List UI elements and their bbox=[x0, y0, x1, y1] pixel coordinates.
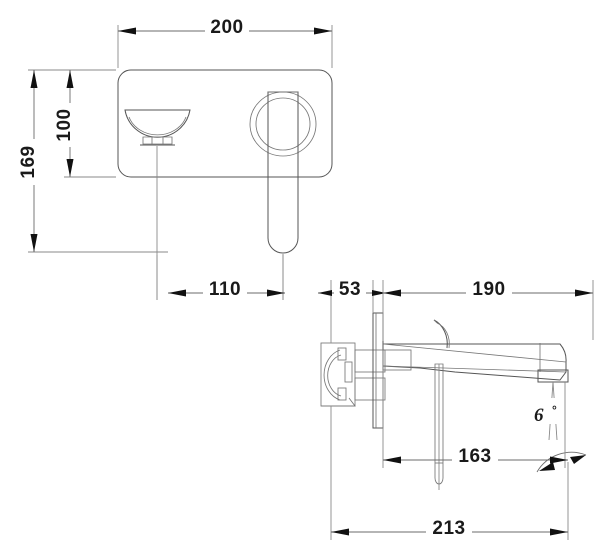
arrowhead-6deg-left bbox=[539, 462, 555, 471]
angle-label-6: 6 bbox=[534, 405, 544, 426]
spout-body-front bbox=[267, 91, 299, 254]
arrowhead-200-right bbox=[314, 27, 332, 35]
arrowhead-100-top bbox=[66, 70, 74, 88]
spout-base-ring-outer bbox=[249, 91, 317, 157]
dim-label-163: 163 bbox=[458, 446, 491, 467]
lever-handle-bowl bbox=[124, 109, 191, 138]
escutcheon-flange bbox=[372, 312, 384, 429]
arrowhead-190-left bbox=[383, 289, 401, 297]
angle-arc-6deg bbox=[536, 451, 587, 473]
spout-top-profile bbox=[382, 343, 567, 363]
label-bg-100 bbox=[58, 103, 82, 147]
arrowhead-213-left bbox=[331, 528, 349, 536]
valve-body-lower bbox=[354, 377, 386, 401]
arrowhead-6deg-right bbox=[570, 455, 586, 464]
bracket-tab-bottom bbox=[337, 387, 347, 401]
dim-label-213: 213 bbox=[432, 518, 465, 539]
label-bg-190 bbox=[466, 278, 512, 300]
handle-stem bbox=[434, 363, 444, 485]
arrowhead-190-right bbox=[575, 289, 593, 297]
lever-handle-side-inner bbox=[436, 322, 450, 349]
lever-handle-inner-curve bbox=[128, 116, 187, 136]
label-bg-110 bbox=[203, 278, 247, 300]
spout-base-ring-inner bbox=[255, 97, 311, 151]
bracket-tab-top bbox=[337, 347, 347, 361]
arrowhead-169-top bbox=[30, 70, 38, 88]
side-view bbox=[320, 312, 569, 490]
dim-label-53: 53 bbox=[339, 279, 361, 300]
arrowhead-163-right bbox=[550, 456, 568, 464]
arrowhead-110-right bbox=[267, 289, 285, 297]
lever-handle-base-block bbox=[142, 136, 173, 145]
bracket-foot bbox=[321, 397, 356, 407]
lever-handle-base-detail bbox=[151, 137, 164, 144]
spout-bottom-profile bbox=[382, 365, 567, 373]
arrowhead-53-right bbox=[372, 290, 386, 296]
front-view-dimensions: 200 169 100 110 bbox=[18, 16, 333, 300]
dim-label-200: 200 bbox=[210, 17, 243, 38]
dim-label-100: 100 bbox=[54, 108, 75, 141]
bracket-slot bbox=[344, 361, 353, 383]
label-bg-53 bbox=[334, 278, 366, 300]
arrowhead-163-left bbox=[383, 456, 401, 464]
front-view bbox=[117, 69, 333, 300]
spout-body-side bbox=[382, 343, 567, 381]
arrowhead-100-bottom bbox=[66, 159, 74, 177]
lever-handle-side-outer bbox=[433, 319, 448, 349]
dim-label-169: 169 bbox=[18, 145, 39, 178]
label-bg-200 bbox=[205, 16, 249, 38]
wall-bracket-arc-outer bbox=[323, 349, 341, 401]
arrowhead-213-right bbox=[550, 528, 568, 536]
label-bg-163 bbox=[452, 445, 498, 467]
arrowhead-169-bottom bbox=[30, 234, 38, 252]
angle-degree-symbol: ° bbox=[552, 403, 557, 417]
arrowhead-53-left bbox=[318, 290, 332, 296]
label-bg-169 bbox=[22, 139, 46, 185]
wall-bracket-arc-inner bbox=[327, 354, 342, 397]
arrowhead-110-left bbox=[168, 289, 186, 297]
label-bg-213 bbox=[426, 517, 472, 539]
arrowhead-200-left bbox=[118, 27, 136, 35]
dim-label-190: 190 bbox=[472, 279, 505, 300]
side-view-dimensions: 53 190 6 ° 163 bbox=[318, 278, 594, 540]
valve-body-upper bbox=[354, 349, 386, 373]
spout-neck-block bbox=[382, 349, 412, 371]
wall-plate-outline bbox=[117, 69, 333, 178]
lever-handle-side-tip bbox=[433, 319, 438, 324]
dim-label-110: 110 bbox=[209, 279, 241, 300]
